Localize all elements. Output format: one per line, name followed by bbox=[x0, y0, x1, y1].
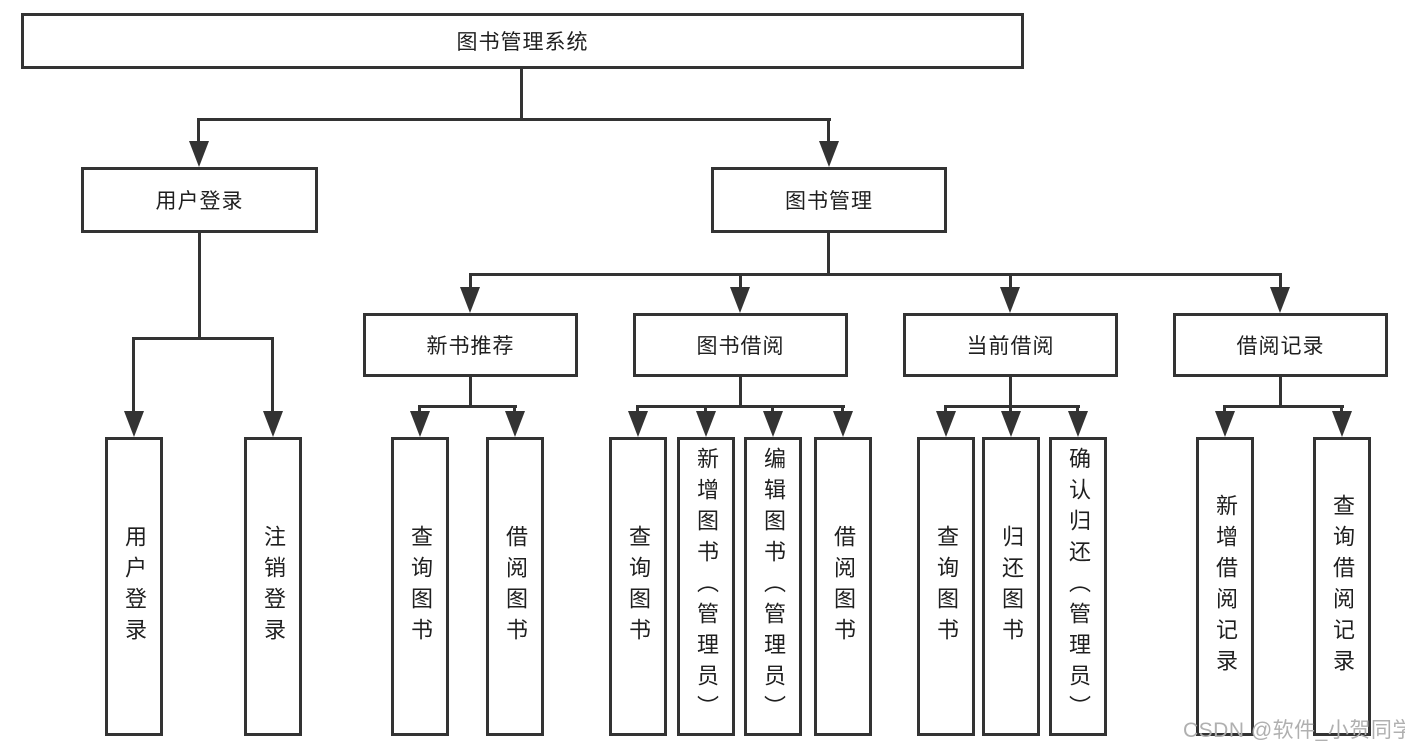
node-cb-query-books: 查询图书 bbox=[917, 437, 975, 736]
node-nb-query-books: 查询图书 bbox=[391, 437, 449, 736]
connector-line bbox=[1009, 273, 1012, 290]
node-br-query-record: 查询借阅记录 bbox=[1313, 437, 1371, 736]
connector-line bbox=[827, 118, 830, 141]
connector-line bbox=[132, 337, 274, 340]
connector-line bbox=[841, 405, 844, 413]
node-bb-add-books-admin-label: 新增图书（管理员） bbox=[694, 447, 719, 726]
node-new-book-recommend: 新书推荐 bbox=[363, 313, 578, 377]
node-nb-query-books-label: 查询图书 bbox=[408, 524, 433, 649]
node-cb-return-books-label: 归还图书 bbox=[999, 524, 1024, 649]
node-book-borrowing: 图书借阅 bbox=[633, 313, 848, 377]
node-bb-borrow-books-label: 借阅图书 bbox=[831, 524, 856, 649]
connector-line bbox=[944, 405, 947, 413]
node-library-system: 图书管理系统 bbox=[21, 13, 1024, 69]
node-bb-edit-books-admin: 编辑图书（管理员） bbox=[744, 437, 802, 736]
arrow-down-icon bbox=[696, 411, 716, 437]
node-new-book-recommend-label: 新书推荐 bbox=[426, 335, 515, 358]
connector-line bbox=[1279, 377, 1282, 405]
connector-line bbox=[636, 405, 639, 413]
node-library-system-label: 图书管理系统 bbox=[456, 31, 589, 54]
node-bb-query-books-label: 查询图书 bbox=[626, 524, 651, 649]
arrow-down-icon bbox=[124, 411, 144, 437]
arrow-down-icon bbox=[819, 141, 839, 167]
node-book-management-label: 图书管理 bbox=[785, 190, 873, 213]
node-user-login: 用户登录 bbox=[81, 167, 318, 233]
node-cb-confirm-return-admin: 确认归还（管理员） bbox=[1049, 437, 1107, 736]
connector-line bbox=[739, 273, 742, 290]
arrow-down-icon bbox=[936, 411, 956, 437]
node-nb-borrow-books-label: 借阅图书 bbox=[503, 524, 528, 649]
connector-line bbox=[520, 69, 523, 118]
node-cb-return-books: 归还图书 bbox=[982, 437, 1040, 736]
node-logout: 注销登录 bbox=[244, 437, 302, 736]
node-bb-add-books-admin: 新增图书（管理员） bbox=[677, 437, 735, 736]
arrow-down-icon bbox=[505, 411, 525, 437]
node-br-query-record-label: 查询借阅记录 bbox=[1330, 493, 1355, 680]
node-book-management: 图书管理 bbox=[711, 167, 947, 233]
arrow-down-icon bbox=[1068, 411, 1088, 437]
node-nb-borrow-books: 借阅图书 bbox=[486, 437, 544, 736]
connector-line bbox=[636, 405, 845, 408]
node-book-borrowing-label: 图书借阅 bbox=[696, 335, 785, 358]
node-borrow-records: 借阅记录 bbox=[1173, 313, 1388, 377]
connector-line bbox=[469, 273, 472, 290]
connector-line bbox=[1076, 405, 1079, 413]
node-current-borrowing: 当前借阅 bbox=[903, 313, 1118, 377]
arrow-down-icon bbox=[628, 411, 648, 437]
node-borrow-records-label: 借阅记录 bbox=[1236, 335, 1325, 358]
connector-line bbox=[1009, 405, 1012, 413]
node-logout-label: 注销登录 bbox=[261, 524, 286, 649]
node-cb-confirm-return-admin-label: 确认归还（管理员） bbox=[1066, 447, 1091, 726]
arrow-down-icon bbox=[730, 287, 750, 313]
connector-line bbox=[944, 405, 1080, 408]
connector-line bbox=[132, 337, 135, 411]
connector-line bbox=[739, 377, 742, 405]
arrow-down-icon bbox=[1215, 411, 1235, 437]
connector-line bbox=[469, 273, 1282, 276]
arrow-down-icon bbox=[1001, 411, 1021, 437]
node-user-login-label: 用户登录 bbox=[155, 190, 244, 213]
connector-line bbox=[513, 405, 516, 413]
node-br-add-record: 新增借阅记录 bbox=[1196, 437, 1254, 736]
connector-line bbox=[1009, 377, 1012, 405]
arrow-down-icon bbox=[1270, 287, 1290, 313]
arrow-down-icon bbox=[410, 411, 430, 437]
connector-line bbox=[1340, 405, 1343, 413]
node-bb-edit-books-admin-label: 编辑图书（管理员） bbox=[761, 447, 786, 726]
connector-line bbox=[1223, 405, 1344, 408]
arrow-down-icon bbox=[460, 287, 480, 313]
node-login: 用户登录 bbox=[105, 437, 163, 736]
connector-line bbox=[1279, 273, 1282, 290]
node-current-borrowing-label: 当前借阅 bbox=[966, 335, 1055, 358]
arrow-down-icon bbox=[763, 411, 783, 437]
connector-line bbox=[704, 405, 707, 413]
connector-line bbox=[827, 233, 830, 273]
arrow-down-icon bbox=[833, 411, 853, 437]
node-cb-query-books-label: 查询图书 bbox=[934, 524, 959, 649]
node-login-label: 用户登录 bbox=[122, 524, 147, 649]
connector-line bbox=[419, 405, 517, 408]
connector-line bbox=[197, 118, 200, 141]
connector-line bbox=[271, 337, 274, 411]
node-br-add-record-label: 新增借阅记录 bbox=[1213, 493, 1238, 680]
connector-line bbox=[469, 377, 472, 405]
node-bb-borrow-books: 借阅图书 bbox=[814, 437, 872, 736]
node-bb-query-books: 查询图书 bbox=[609, 437, 667, 736]
connector-line bbox=[197, 118, 831, 121]
connector-line bbox=[771, 405, 774, 413]
arrow-down-icon bbox=[263, 411, 283, 437]
arrow-down-icon bbox=[1332, 411, 1352, 437]
connector-line bbox=[418, 405, 421, 413]
csdn-watermark: CSDN @软件_小贺同学 bbox=[1183, 719, 1405, 742]
arrow-down-icon bbox=[189, 141, 209, 167]
connector-line bbox=[1223, 405, 1226, 413]
arrow-down-icon bbox=[1000, 287, 1020, 313]
connector-line bbox=[198, 233, 201, 337]
